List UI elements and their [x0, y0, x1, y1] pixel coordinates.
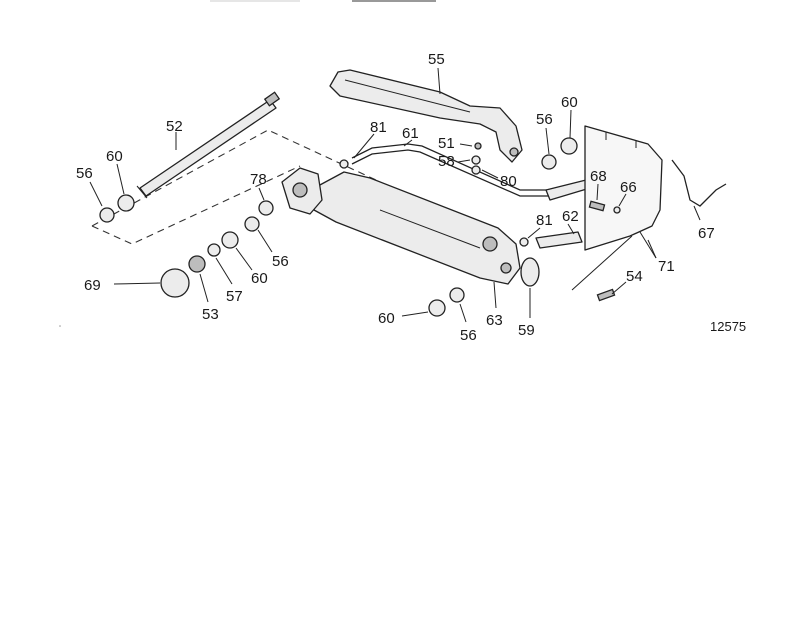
- callout-56: 56: [272, 253, 289, 270]
- callout-53: 53: [202, 306, 219, 323]
- fitting-62: [535, 231, 583, 249]
- bushing-60-lower: [428, 299, 446, 317]
- callout-61: 61: [402, 125, 419, 142]
- screw-54: [596, 288, 616, 302]
- plate-59: [520, 257, 540, 287]
- nut-53: [188, 255, 206, 273]
- seal-81-lower: [519, 237, 529, 247]
- screw-68: [588, 200, 606, 212]
- callout-56: 56: [76, 165, 93, 182]
- bushing-60-mid: [221, 231, 239, 249]
- cover-plate-71-bottom-edge: [571, 235, 633, 291]
- callout-56: 56: [460, 327, 477, 344]
- bushing-56-left: [99, 207, 115, 223]
- arm-55: [329, 69, 523, 163]
- callout-66: 66: [620, 179, 637, 196]
- callout-59: 59: [518, 322, 535, 339]
- bushing-56-mid: [244, 216, 260, 232]
- bushing-56-lower: [449, 287, 465, 303]
- cover-plate-71: [584, 125, 663, 251]
- callout-57: 57: [226, 288, 243, 305]
- bushing-56-upper-right: [541, 154, 557, 170]
- callout-54: 54: [626, 268, 643, 285]
- washer-66: [613, 206, 621, 214]
- washer-58: [471, 155, 481, 165]
- shaft-52: [136, 91, 281, 199]
- bolt-51: [474, 142, 482, 150]
- callout-62: 62: [562, 208, 579, 225]
- callout-68: 68: [590, 168, 607, 185]
- callout-58: 58: [438, 153, 455, 170]
- sleeve-78: [258, 200, 274, 216]
- callout-60: 60: [251, 270, 268, 287]
- figure-number: 12575: [710, 319, 746, 334]
- washer-57: [207, 243, 221, 257]
- callout-60: 60: [561, 94, 578, 111]
- callout-67: 67: [698, 225, 715, 242]
- callout-51: 51: [438, 135, 455, 152]
- strap-67: [671, 159, 727, 207]
- callout-81: 81: [536, 212, 553, 229]
- bushing-60-upper-right: [560, 137, 578, 155]
- callout-81: 81: [370, 119, 387, 136]
- tube-61-inner: [351, 143, 552, 191]
- callout-56: 56: [536, 111, 553, 128]
- callout-52: 52: [166, 118, 183, 135]
- callout-71: 71: [658, 258, 675, 275]
- callout-69: 69: [84, 277, 101, 294]
- callout-78: 78: [250, 171, 267, 188]
- callout-63: 63: [486, 312, 503, 329]
- seal-81-upper: [339, 159, 349, 169]
- nut-80: [471, 165, 481, 175]
- cap-69: [160, 268, 190, 298]
- callout-60: 60: [106, 148, 123, 165]
- leader-lines: [89, 67, 701, 323]
- tube-61: [351, 149, 552, 197]
- bushing-60-left: [117, 194, 135, 212]
- cylinder-63: [281, 167, 521, 285]
- callout-60: 60: [378, 310, 395, 327]
- callout-55: 55: [428, 51, 445, 68]
- margin-dot: [59, 325, 61, 327]
- hose-fitting-upper: [545, 179, 591, 201]
- callout-80: 80: [500, 173, 517, 190]
